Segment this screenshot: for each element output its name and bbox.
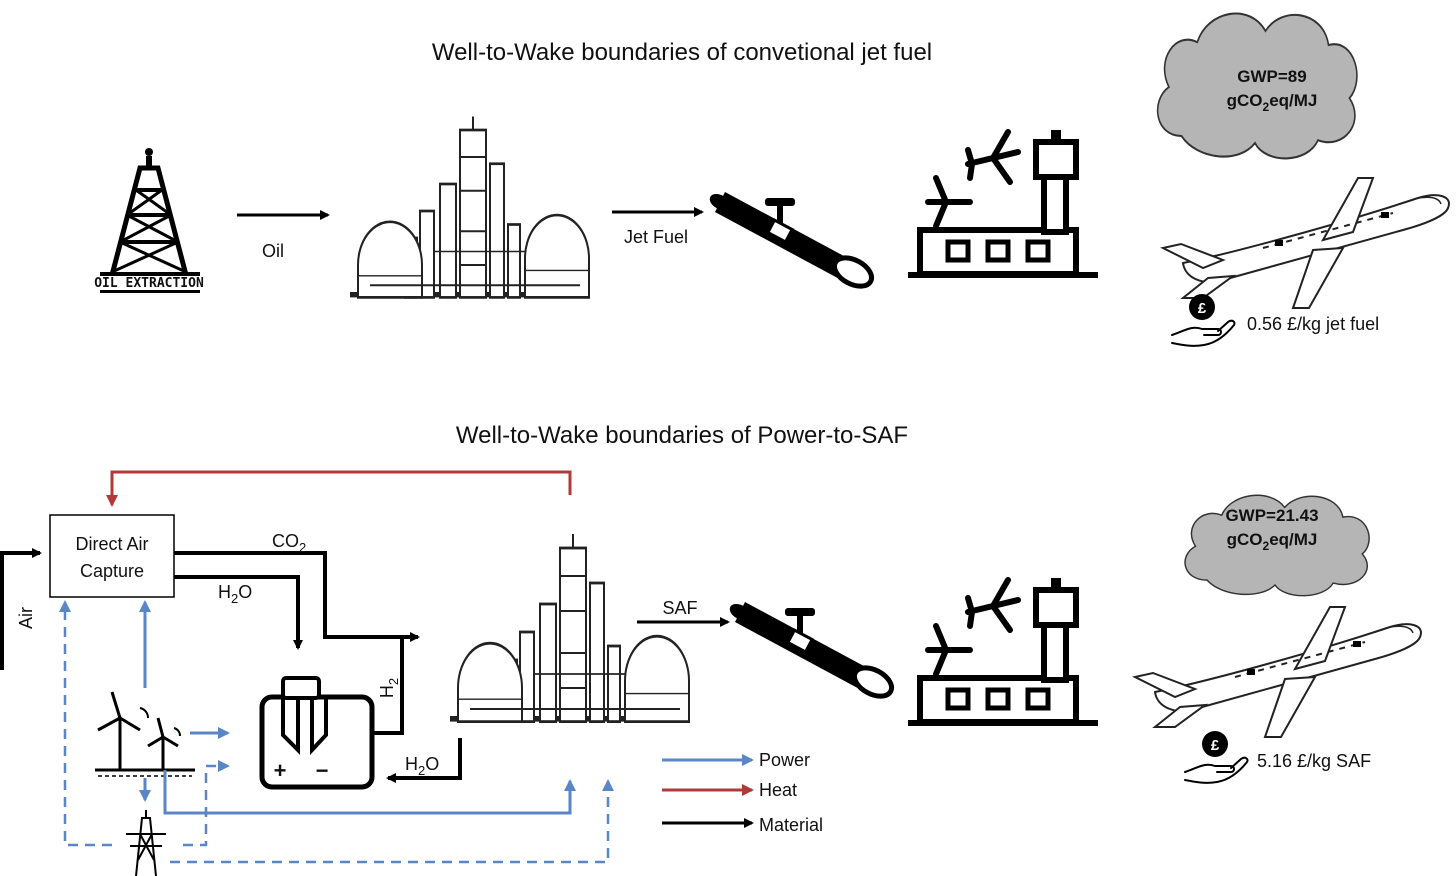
legend-material-label: Material [759, 815, 823, 835]
air-flow-label: Air [16, 607, 36, 629]
oil-flow-label: Oil [262, 241, 284, 261]
legend-power-label: Power [759, 750, 810, 770]
power-to-refinery-arrow [163, 770, 576, 815]
grid-power-to-dac-arrow [59, 600, 112, 847]
jet-fuel-flow-label: Jet Fuel [624, 227, 688, 247]
airport-icon-saf [908, 578, 1098, 726]
bottom-section-title: Well-to-Wake boundaries of Power-to-SAF [456, 422, 908, 449]
refinery-icon-saf [448, 532, 692, 723]
battery-plus-sign: + [274, 758, 287, 783]
airport-icon [908, 130, 1098, 278]
h2o-to-electrolyser-arrow [174, 575, 303, 650]
pipeline-icon [707, 191, 876, 292]
h2o-flow-label-top: H2O [218, 582, 252, 606]
currency-symbol-top: £ [1198, 300, 1207, 317]
h2o-flow-label-return: H2O [405, 754, 439, 778]
bottom-price-label: 5.16 £/kg SAF [1257, 751, 1371, 771]
dac-label-line2: Capture [80, 561, 144, 581]
grid-power-to-refinery-arrow [170, 779, 614, 864]
top-section-title: Well-to-Wake boundaries of convetional j… [432, 39, 932, 66]
direct-air-capture-box [49, 514, 175, 598]
currency-symbol-bottom: £ [1211, 737, 1220, 754]
oil-extraction-label: OIL EXTRACTION [94, 276, 204, 291]
top-gwp-value: GWP=89 [1237, 67, 1306, 86]
co2-flow-label: CO2 [272, 531, 306, 555]
airplane-icon [1162, 177, 1450, 309]
top-gwp-unit: gCO2eq/MJ [1227, 91, 1318, 114]
battery-minus-sign: − [316, 758, 329, 783]
wind-turbine-icon [95, 691, 195, 777]
electrolyser-battery-icon [259, 676, 375, 790]
co2-flow-arrow [174, 551, 420, 642]
dac-label-line1: Direct Air [75, 534, 148, 554]
h2-flow-line [374, 637, 404, 735]
oil-rig-icon [100, 148, 200, 293]
top-price-label: 0.56 £/kg jet fuel [1247, 314, 1379, 334]
legend [662, 754, 754, 828]
bottom-gwp-value: GWP=21.43 [1225, 506, 1318, 525]
airplane-icon-saf [1134, 606, 1422, 738]
h2-flow-label: H2 [377, 678, 401, 698]
heat-recycle-arrow [106, 470, 572, 507]
refinery-icon [348, 115, 592, 299]
pipeline-icon-saf [727, 601, 896, 702]
air-input-arrow [0, 548, 42, 670]
h2o-return-arrow [386, 738, 462, 783]
bottom-gwp-unit: gCO2eq/MJ [1227, 530, 1318, 553]
legend-heat-label: Heat [759, 780, 797, 800]
grid-power-to-electrolyser-arrow [183, 760, 230, 847]
saf-flow-label: SAF [662, 598, 697, 618]
power-pylon-icon [126, 810, 166, 876]
